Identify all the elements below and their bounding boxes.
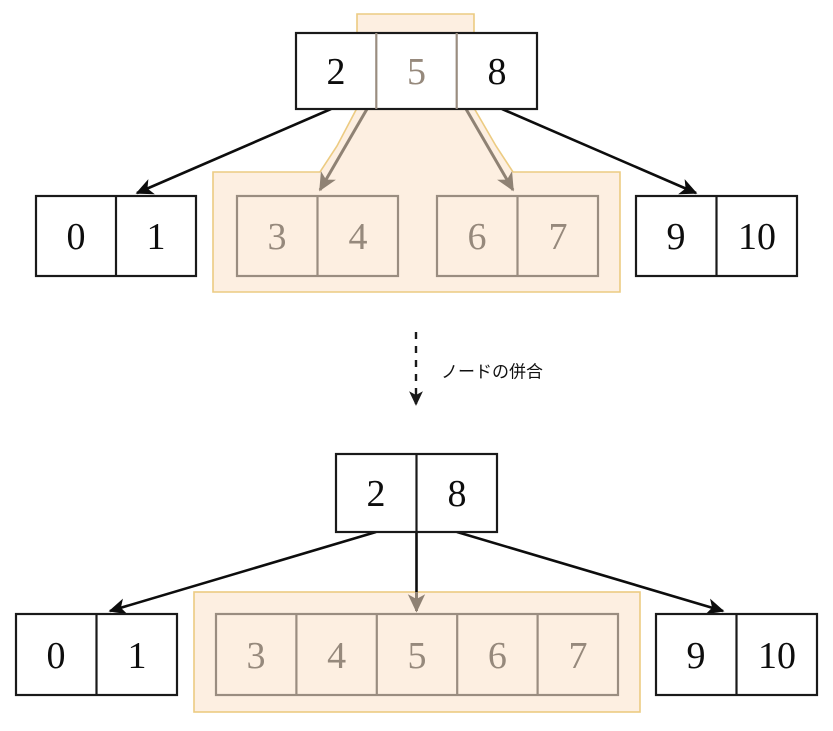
leaf-merged-after[interactable]: 3 4 5 6 7: [214, 612, 620, 697]
leaf-merged-after-cell-2: 5: [408, 635, 427, 677]
leaf-0-1-after[interactable]: 0 1: [14, 612, 179, 697]
merge-transition: ノードの併合: [409, 332, 543, 406]
edge-root-to-leaf-0-1-after: [108, 530, 377, 615]
leaf-6-7-before-cell-1: 7: [549, 216, 568, 258]
leaf-9-10-after[interactable]: 9 10: [654, 612, 819, 697]
highlight-band-after: [193, 591, 641, 713]
leaf-merged-after-cell-4: 7: [569, 635, 588, 677]
leaf-9-10-before-cell-1: 10: [738, 216, 776, 258]
leaf-6-7-before-cell-0: 6: [468, 216, 487, 258]
merge-transition-label: ノードの併合: [441, 363, 543, 382]
edge-root-to-leaf-3-4: [318, 108, 369, 192]
root-before-cell-0: 2: [327, 51, 346, 93]
leaf-9-10-after-cell-0: 9: [687, 635, 706, 677]
leaf-9-10-before[interactable]: 9 10: [634, 194, 799, 278]
edge-root-to-leaf-6-7: [464, 108, 515, 192]
leaf-0-1-before-cell-0: 0: [67, 216, 86, 258]
root-node-before-frame: [294, 31, 539, 111]
leaf-merged-after-frame: [214, 612, 620, 697]
leaf-merged-after-cell-1: 4: [327, 635, 346, 677]
root-node-before[interactable]: 2 5 8: [294, 31, 539, 111]
leaf-3-4-before-cell-0: 3: [268, 216, 287, 258]
edge-root-to-leaf-9-10-after: [456, 530, 725, 615]
leaf-merged-after-cell-0: 3: [247, 635, 266, 677]
leaf-0-1-after-cell-1: 1: [128, 635, 147, 677]
edge-root-to-leaf-0-1: [135, 107, 332, 195]
leaf-6-7-before[interactable]: 6 7: [435, 194, 600, 278]
edges-after: [108, 530, 725, 615]
leaf-9-10-after-cell-1: 10: [758, 635, 796, 677]
edge-root-to-leaf-9-10: [501, 107, 698, 195]
leaf-3-4-before-cell-1: 4: [349, 216, 368, 258]
leaf-3-4-before[interactable]: 3 4: [235, 194, 400, 278]
leaf-0-1-before-cell-1: 1: [147, 216, 166, 258]
root-after-cell-1: 8: [448, 473, 467, 515]
highlight-region-after: [193, 591, 641, 713]
leaf-0-1-after-cell-0: 0: [47, 635, 66, 677]
root-node-after[interactable]: 2 8: [334, 452, 499, 534]
root-after-cell-0: 2: [367, 473, 386, 515]
leaf-merged-after-cell-3: 6: [488, 635, 507, 677]
leaf-0-1-before[interactable]: 0 1: [34, 194, 198, 278]
root-before-cell-2: 8: [488, 51, 507, 93]
leaf-9-10-before-cell-0: 9: [667, 216, 686, 258]
edges-before: [135, 107, 698, 195]
root-before-cell-1: 5: [407, 51, 426, 93]
